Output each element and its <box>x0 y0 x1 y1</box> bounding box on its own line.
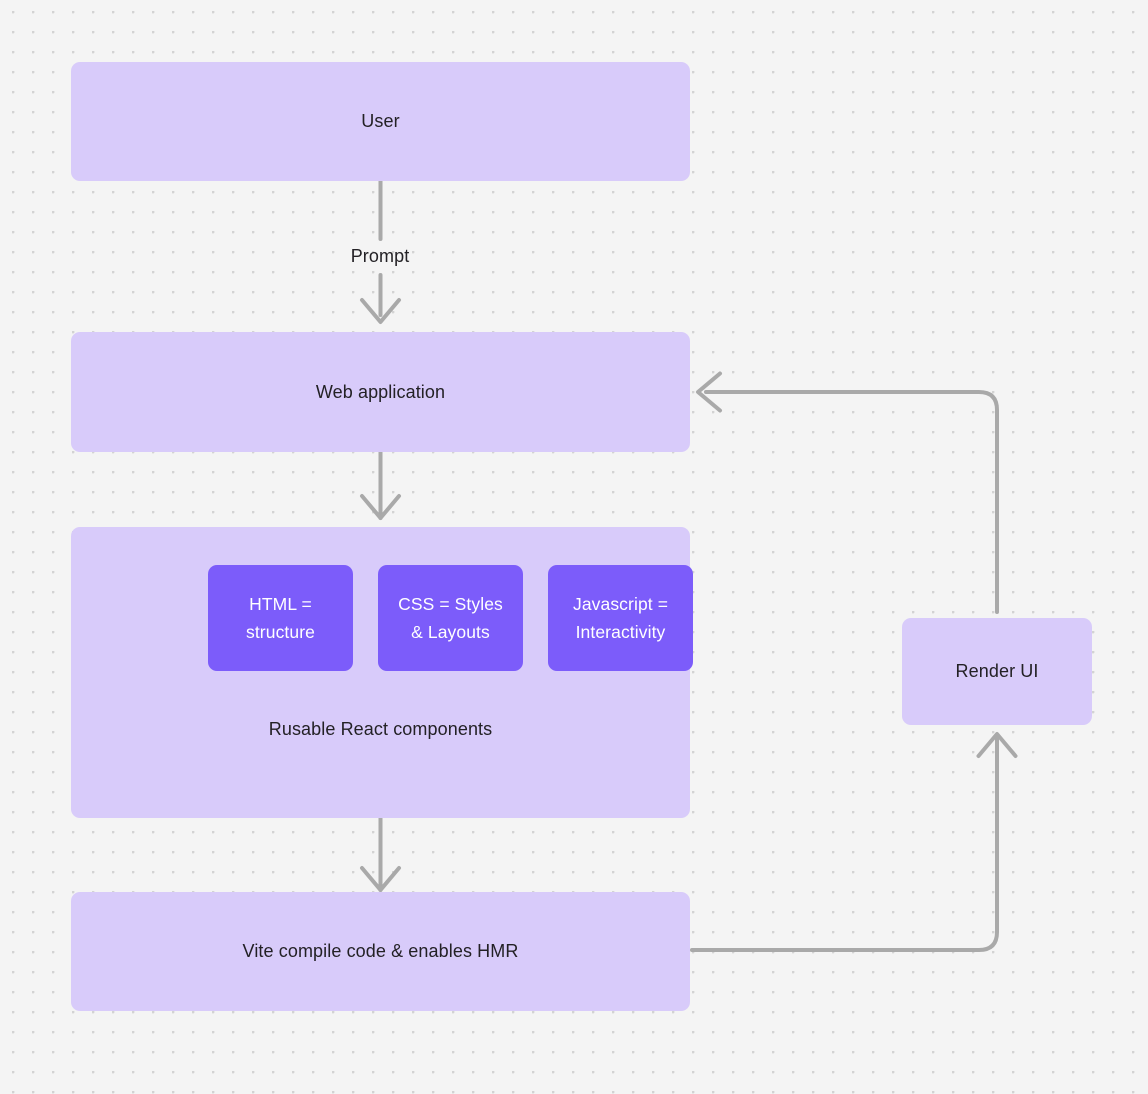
node-web-application[interactable]: Web application <box>71 332 690 452</box>
node-components-group[interactable]: HTML = structure CSS = Styles & Layouts … <box>71 527 693 818</box>
node-javascript[interactable]: Javascript = Interactivity <box>548 565 693 671</box>
arrowhead-up-icon <box>976 732 1018 758</box>
node-user-label: User <box>361 111 400 132</box>
node-web-application-label: Web application <box>315 381 446 402</box>
node-render-ui-label: Render UI <box>955 661 1039 682</box>
node-javascript-label: Javascript = Interactivity <box>572 593 669 643</box>
node-vite-label: Vite compile code & enables HMR <box>242 941 519 962</box>
node-html-label: HTML = structure <box>246 593 315 643</box>
node-user[interactable]: User <box>71 62 690 181</box>
arrowhead-down-icon <box>360 866 401 892</box>
edge-render-ui-to-web-application <box>696 371 999 614</box>
node-vite[interactable]: Vite compile code & enables HMR <box>71 892 690 1011</box>
edge-path <box>704 390 999 614</box>
edge-label-prompt: Prompt <box>350 246 410 266</box>
edge-web-application-to-components <box>360 450 401 520</box>
arrowhead-left-icon <box>696 371 722 413</box>
arrowhead-down-icon <box>360 298 401 324</box>
node-css-label: CSS = Styles & Layouts <box>398 593 503 643</box>
arrowhead-down-icon <box>360 494 401 520</box>
edge-components-to-vite <box>360 816 401 892</box>
node-reusable-components-label: Rusable React components <box>268 719 493 739</box>
edge-path <box>690 736 999 952</box>
node-render-ui[interactable]: Render UI <box>902 618 1092 725</box>
node-html[interactable]: HTML = structure <box>208 565 353 671</box>
edge-vite-to-render-ui <box>690 732 1018 952</box>
node-css[interactable]: CSS = Styles & Layouts <box>378 565 523 671</box>
